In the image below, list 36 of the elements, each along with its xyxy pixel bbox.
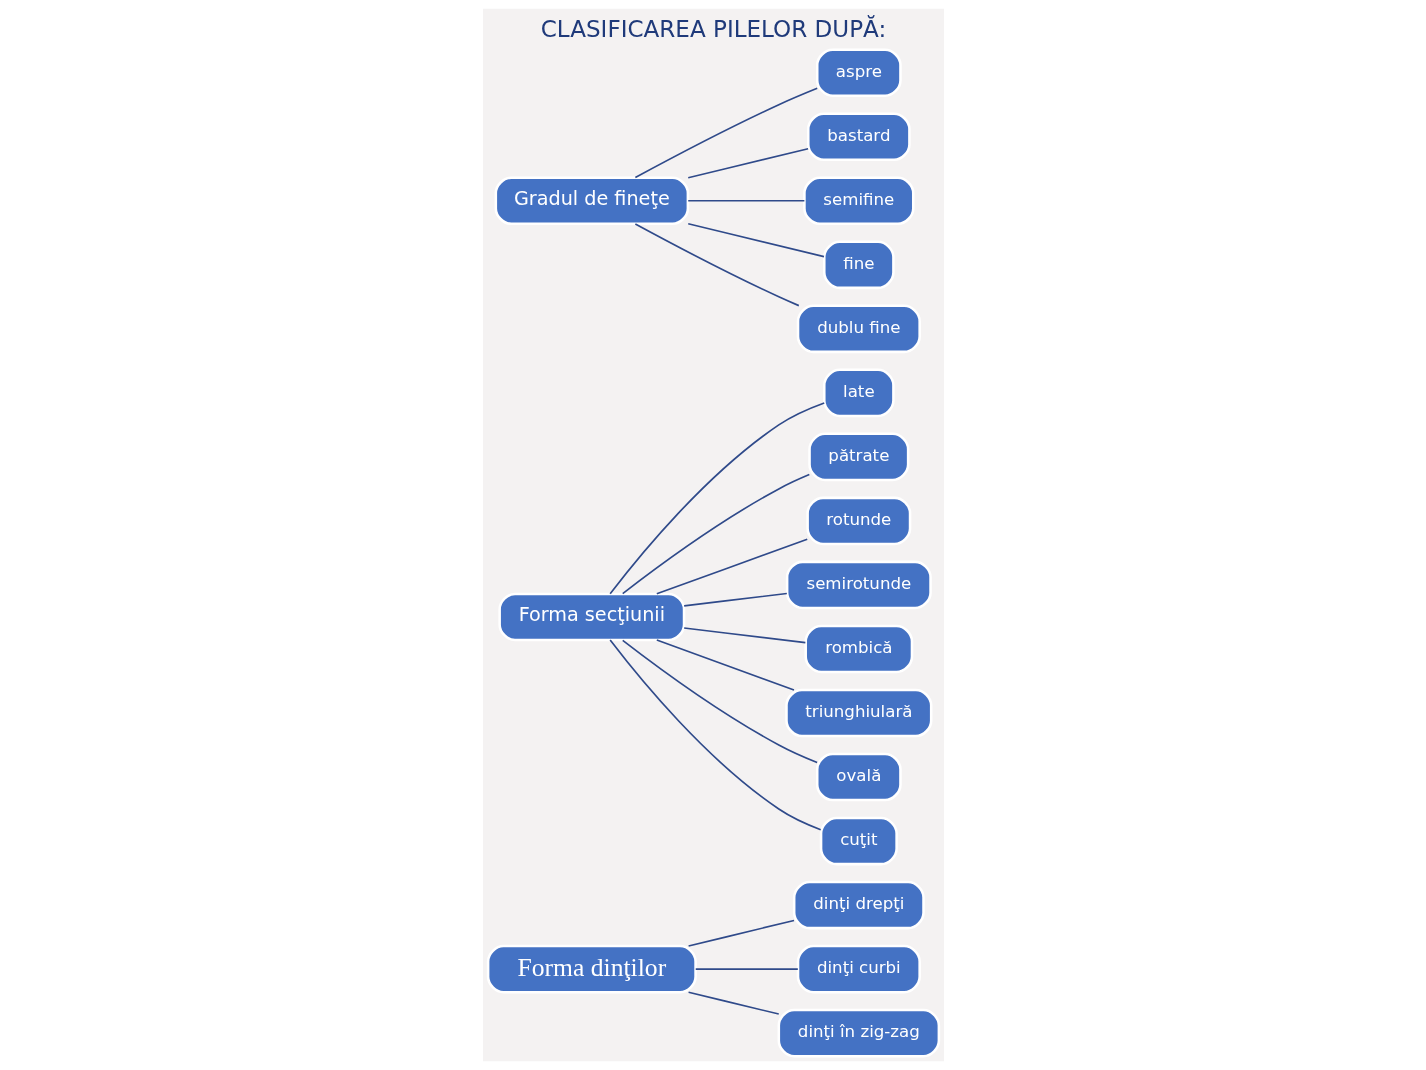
connector — [686, 222, 825, 258]
node-box: aspre — [815, 48, 902, 98]
node-box: dinţi drepţi — [792, 880, 925, 930]
node-box: semirotunde — [785, 560, 932, 610]
connector — [655, 538, 808, 595]
connector — [621, 473, 810, 595]
node-box: bastard — [806, 112, 911, 162]
connector — [686, 199, 805, 202]
node-box: rombică — [803, 624, 913, 674]
diagram-title: CLASIFICAREA PILELOR DUPĂ: — [540, 16, 886, 43]
connector — [694, 968, 799, 970]
node-box: pătrate — [807, 432, 909, 482]
connector — [634, 87, 818, 179]
node-box: semifine — [802, 176, 915, 226]
node-box: rotunde — [805, 496, 911, 546]
connector — [682, 627, 806, 644]
node-box: Forma dinţilor — [486, 944, 697, 994]
node-box: Forma secţiunii — [497, 592, 685, 642]
node-box: ovală — [815, 752, 902, 802]
node-box: cuţit — [819, 816, 898, 866]
connector — [608, 402, 825, 595]
connector — [682, 592, 788, 607]
node-box: triunghiulară — [784, 688, 932, 738]
node-box: dinţi în zig-zag — [777, 1008, 940, 1058]
node-box: fine — [822, 240, 895, 290]
connector — [655, 639, 795, 691]
node-box: dublu fine — [796, 304, 921, 354]
connector — [634, 223, 800, 307]
node-box: dinţi curbi — [796, 944, 921, 994]
node-box: late — [822, 368, 895, 418]
connector — [621, 639, 818, 764]
connector — [608, 639, 822, 831]
connector — [687, 919, 795, 947]
connector — [687, 991, 780, 1015]
connector — [686, 147, 809, 179]
node-box: Gradul de fineţe — [494, 176, 689, 226]
